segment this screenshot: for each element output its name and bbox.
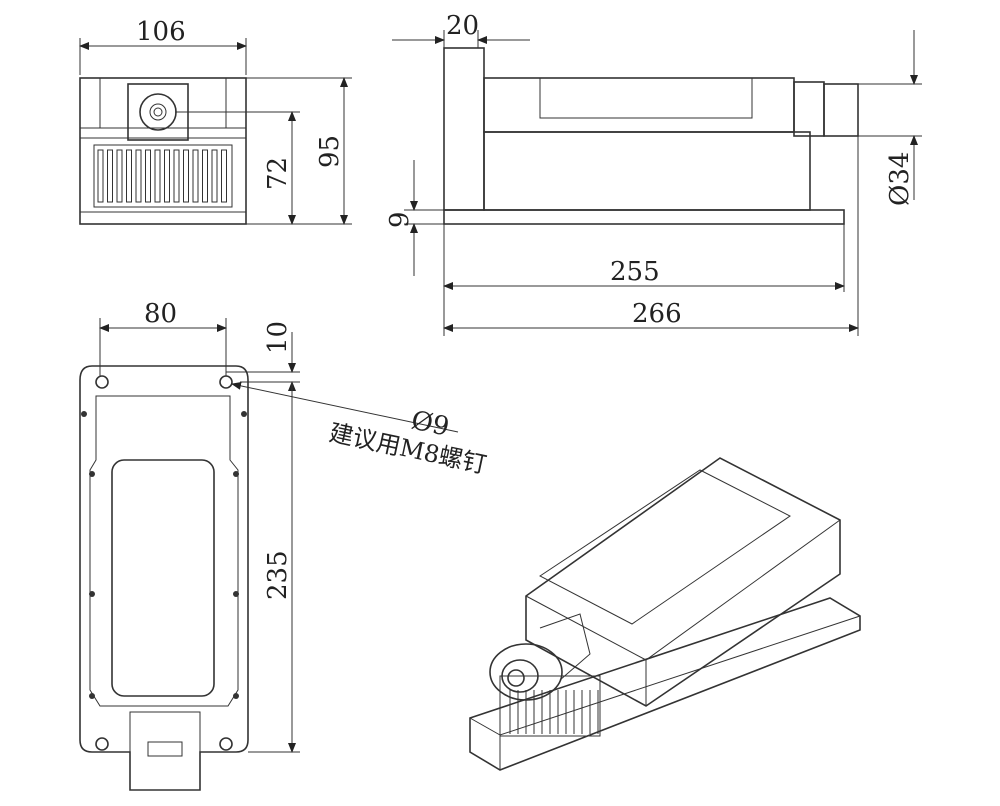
dim-total-length: 266 [632,299,682,329]
heatsink-fin [107,149,113,203]
heatsink-fin [221,149,227,203]
heatsink-fin [116,149,123,203]
screw-note: 建议用M8螺钉 [327,418,489,479]
front-view: 106 95 72 [79,17,352,225]
heatsink-fin [202,149,208,203]
side-view: 20 Ø34 9 255 266 [385,11,922,336]
dim-body-length: 255 [610,257,660,287]
heatsink-fin [173,149,180,203]
isometric-view [469,457,861,771]
dim-base: 9 [385,211,415,228]
heatsink-fin [154,149,161,203]
dim-length: 235 [263,550,293,600]
heatsink-fin [192,149,199,203]
dim-aperture: Ø34 [885,152,915,206]
heatsink-fin [145,149,151,203]
top-view: 80 10 235 Ø9 建议用M8螺钉 [79,299,489,791]
heatsink-fin [126,149,132,203]
heatsink-fin [211,149,218,203]
dim-axis-height: 72 [263,157,293,190]
heatsink-fin [183,149,189,203]
dim-height: 95 [315,135,345,168]
heatsink-fin [164,149,170,203]
dim-width: 106 [136,17,186,47]
dim-hole-spacing: 80 [144,299,177,329]
dim-hole-offset: 10 [263,321,293,354]
heatsink-fin [135,149,142,203]
dim-flange: 20 [446,11,479,41]
heatsink-fin [97,149,104,203]
